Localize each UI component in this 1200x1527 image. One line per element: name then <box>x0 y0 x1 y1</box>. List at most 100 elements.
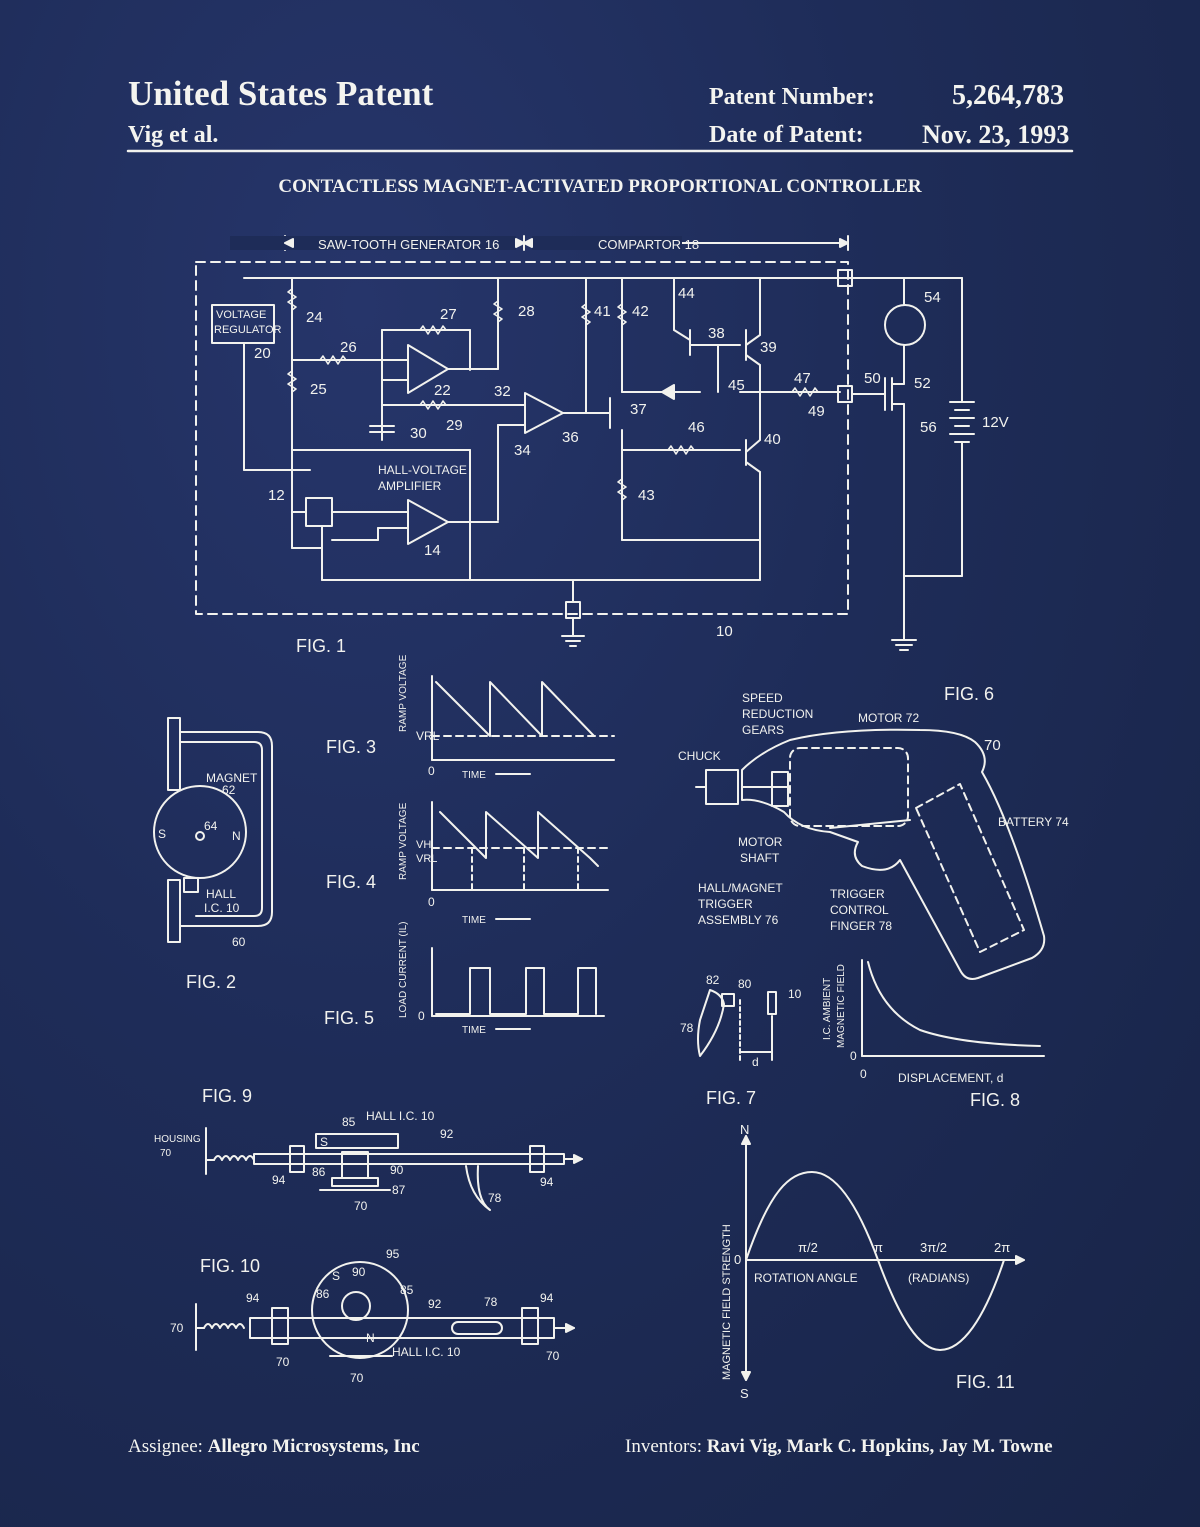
ref-42: 42 <box>632 303 649 320</box>
fig7-d: d <box>752 1055 759 1069</box>
fig1-caption: FIG. 1 <box>296 636 346 656</box>
fig11-zero: 0 <box>734 1252 741 1267</box>
fig7-78: 78 <box>680 1021 694 1035</box>
fig1-comparator-label: COMPARTOR 18 <box>598 237 699 252</box>
ref-34: 34 <box>514 442 531 459</box>
fig4-ylabel: RAMP VOLTAGE <box>398 802 409 880</box>
fig8-plot <box>861 959 1045 1057</box>
fig9-housing-1: HOUSING <box>154 1134 201 1145</box>
inventors-names: Ravi Vig, Mark C. Hopkins, Jay M. Towne <box>706 1436 1053 1457</box>
fig9-s: S <box>320 1135 328 1149</box>
ref-41: 41 <box>594 303 611 320</box>
fig11-s: S <box>740 1386 749 1401</box>
fig9-caption: FIG. 9 <box>202 1086 252 1106</box>
fig11-t1: π/2 <box>798 1240 818 1255</box>
ref-56: 56 <box>920 419 937 436</box>
fig10-n: N <box>366 1331 375 1345</box>
ref-44: 44 <box>678 285 695 302</box>
patent-number: 5,264,783 <box>952 80 1064 111</box>
fig6-drill <box>695 728 1046 980</box>
fig10-70d: 70 <box>350 1371 364 1385</box>
fig4-caption: FIG. 4 <box>326 872 376 892</box>
fig6-gears-3: GEARS <box>742 723 784 737</box>
fig7-drawing <box>697 989 777 1061</box>
fig2-62: 62 <box>222 783 236 797</box>
fig6-finger-3: FINGER 78 <box>830 919 892 933</box>
fig2-s: S <box>158 827 166 841</box>
fig4-zero: 0 <box>428 895 435 909</box>
fig11-ylabel: MAGNETIC FIELD STRENGTH <box>721 1224 733 1380</box>
ref-32: 32 <box>494 383 511 400</box>
fig7-82: 82 <box>706 973 720 987</box>
fig9-housing-2: 70 <box>160 1148 172 1159</box>
fig3-caption: FIG. 3 <box>326 737 376 757</box>
fig4-vrl: VRL <box>416 853 437 865</box>
fig6-shaft-2: SHAFT <box>740 851 780 865</box>
fig10-drawing <box>195 1261 575 1359</box>
patent-date: Nov. 23, 1993 <box>922 120 1070 149</box>
fig8-xlabel: DISPLACEMENT, d <box>898 1071 1003 1085</box>
fig2-60: 60 <box>232 935 246 949</box>
fig6-motor: MOTOR 72 <box>858 711 919 725</box>
fig3-vrl: VRL <box>416 729 440 743</box>
fig1-vr-label-2: REGULATOR <box>214 324 281 336</box>
assignee-name: Allegro Microsystems, Inc <box>207 1436 420 1457</box>
fig10-94a: 94 <box>246 1291 260 1305</box>
patent-number-label: Patent Number: <box>709 84 875 110</box>
fig10-70b: 70 <box>276 1355 290 1369</box>
assignee-line: Assignee: Allegro Microsystems, Inc <box>128 1436 420 1458</box>
fig2-caption: FIG. 2 <box>186 972 236 992</box>
fig5-xlabel: TIME <box>462 1025 486 1036</box>
fig11-radians: (RADIANS) <box>908 1271 969 1285</box>
inventor-short: Vig et al. <box>128 122 219 148</box>
fig6-trig-1: HALL/MAGNET <box>698 881 783 895</box>
fig1-vr-label-1: VOLTAGE <box>216 309 266 321</box>
fig10-70c: 70 <box>546 1349 560 1363</box>
fig9-78: 78 <box>488 1191 502 1205</box>
fig10-s: S <box>332 1269 340 1283</box>
fig11-n: N <box>740 1122 749 1137</box>
fig10-90: 90 <box>352 1265 366 1279</box>
ref-25: 25 <box>310 381 327 398</box>
fig1-sawtooth-label: SAW-TOOTH GENERATOR 16 <box>318 237 499 252</box>
fig9-94b: 94 <box>540 1175 554 1189</box>
fig3-xlabel: TIME <box>462 770 486 781</box>
fig9-87: 87 <box>392 1183 406 1197</box>
fig4-plot <box>431 801 609 920</box>
fig6-70: 70 <box>984 737 1001 754</box>
fig4-vh: VH <box>416 839 431 851</box>
ref-10: 10 <box>716 623 733 640</box>
fig10-86: 86 <box>316 1287 330 1301</box>
fig6-gears-1: SPEED <box>742 691 783 705</box>
ref-40: 40 <box>764 431 781 448</box>
fig9-94a: 94 <box>272 1173 286 1187</box>
assignee-label: Assignee: <box>128 1436 203 1457</box>
ref-43: 43 <box>638 487 655 504</box>
fig7-10: 10 <box>788 987 802 1001</box>
fig6-trig-3: ASSEMBLY 76 <box>698 913 779 927</box>
ref-24: 24 <box>306 309 323 326</box>
ref-38: 38 <box>708 325 725 342</box>
ref-47: 47 <box>794 370 811 387</box>
fig6-chuck: CHUCK <box>678 749 721 763</box>
fig7-80: 80 <box>738 977 752 991</box>
fig5-ylabel: LOAD CURRENT (IL) <box>398 922 409 1019</box>
inventors-label: Inventors: <box>625 1436 703 1457</box>
fig10-70a: 70 <box>170 1321 184 1335</box>
ref-45: 45 <box>728 377 745 394</box>
invention-title: CONTACTLESS MAGNET-ACTIVATED PROPORTIONA… <box>278 176 922 197</box>
ref-52: 52 <box>914 375 931 392</box>
ref-29: 29 <box>446 417 463 434</box>
ref-22: 22 <box>434 382 451 399</box>
fig10-hall: HALL I.C. 10 <box>392 1345 461 1359</box>
fig8-ylabel-1: I.C. AMBIENT <box>822 978 833 1040</box>
fig11-t4: 2π <box>994 1240 1010 1255</box>
ref-30: 30 <box>410 425 427 442</box>
fig11-plot <box>741 1135 1025 1381</box>
ref-26: 26 <box>340 339 357 356</box>
fig3-plot <box>431 675 615 775</box>
ref-28: 28 <box>518 303 535 320</box>
fig1-hall-amp-2: AMPLIFIER <box>378 479 442 493</box>
